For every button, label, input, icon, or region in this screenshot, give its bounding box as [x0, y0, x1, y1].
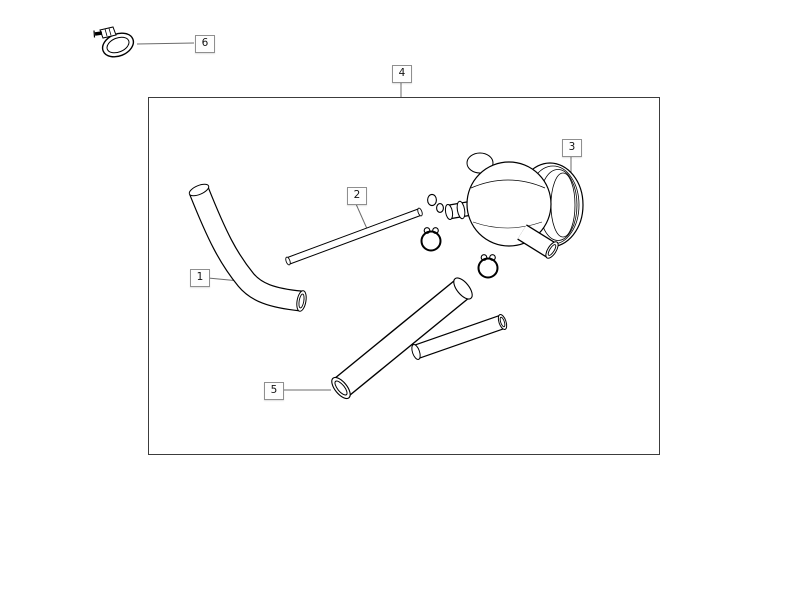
hose-clamp-part: [93, 26, 135, 58]
callout-part-2[interactable]: 2: [347, 187, 367, 205]
spring-clamp-lower: [477, 254, 499, 279]
valve-assembly-part: [444, 152, 584, 259]
inlet-fitting-rings: [427, 193, 444, 213]
callout-part-5[interactable]: 5: [264, 382, 284, 400]
callout-part-3[interactable]: 3: [562, 139, 582, 157]
diagonal-hose-part: [331, 277, 473, 400]
bent-hose-part: [188, 183, 307, 312]
leader-lines: [136, 42, 572, 391]
callout-part-6[interactable]: 6: [195, 35, 215, 53]
lower-small-tube-part: [411, 314, 508, 360]
thin-tube-part: [285, 207, 423, 266]
callout-part-4[interactable]: 4: [392, 65, 412, 83]
spring-clamp-upper: [420, 227, 442, 252]
callout-part-1[interactable]: 1: [190, 269, 210, 287]
assembly-frame: [148, 97, 660, 455]
